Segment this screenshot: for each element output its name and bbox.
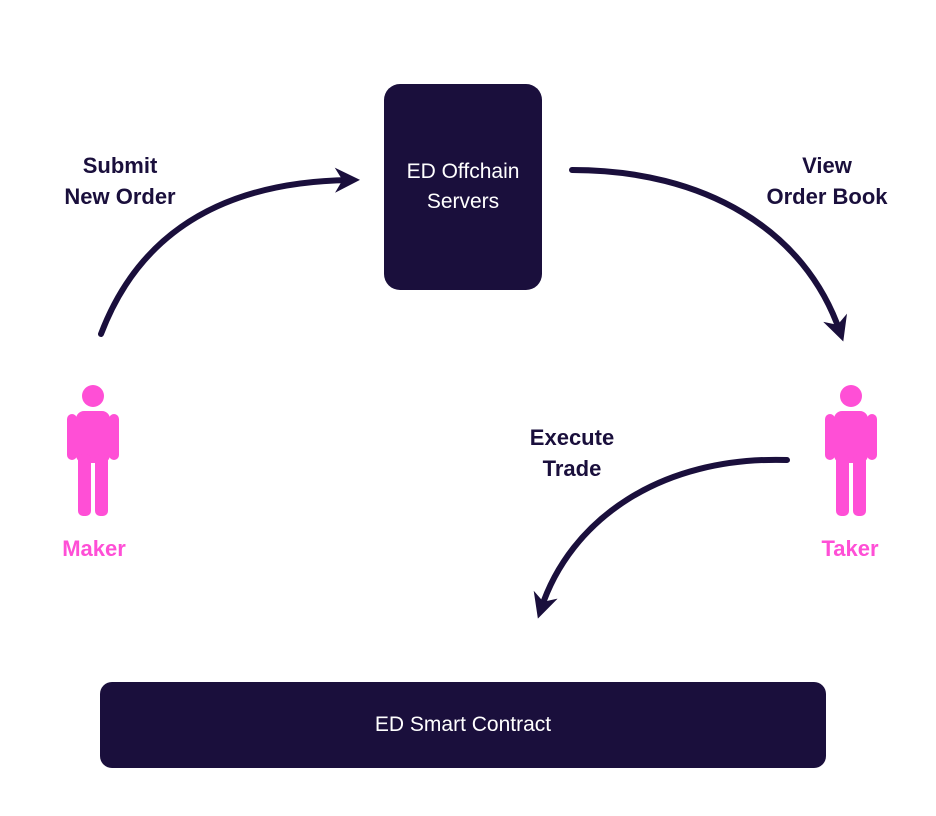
view-label-line1: View <box>802 153 852 178</box>
view-order-book-label: View Order Book <box>752 150 902 212</box>
execute-trade-label: Execute Trade <box>514 422 630 484</box>
arrow-submit-order <box>98 167 361 337</box>
view-label-line2: Order Book <box>766 184 888 209</box>
submit-order-label: Submit New Order <box>52 150 188 212</box>
smart-contract-label: ED Smart Contract <box>374 713 552 736</box>
submit-label-line2: New Order <box>64 184 176 209</box>
taker-label: Taker <box>821 536 879 561</box>
smart-contract-box: ED Smart Contract <box>100 682 826 768</box>
maker-label: Maker <box>62 536 126 561</box>
maker-person-icon <box>67 385 119 516</box>
servers-label-line1: ED Offchain <box>406 160 520 183</box>
servers-label-line2: Servers <box>426 190 500 213</box>
arrow-execute-trade <box>533 456 790 619</box>
execute-label-line2: Trade <box>542 456 602 481</box>
offchain-servers-box: ED Offchain Servers <box>384 84 542 290</box>
execute-label-line1: Execute <box>529 425 615 450</box>
arrow-view-order-book <box>569 167 847 342</box>
taker-person-icon <box>825 385 877 516</box>
submit-label-line1: Submit <box>82 153 158 178</box>
